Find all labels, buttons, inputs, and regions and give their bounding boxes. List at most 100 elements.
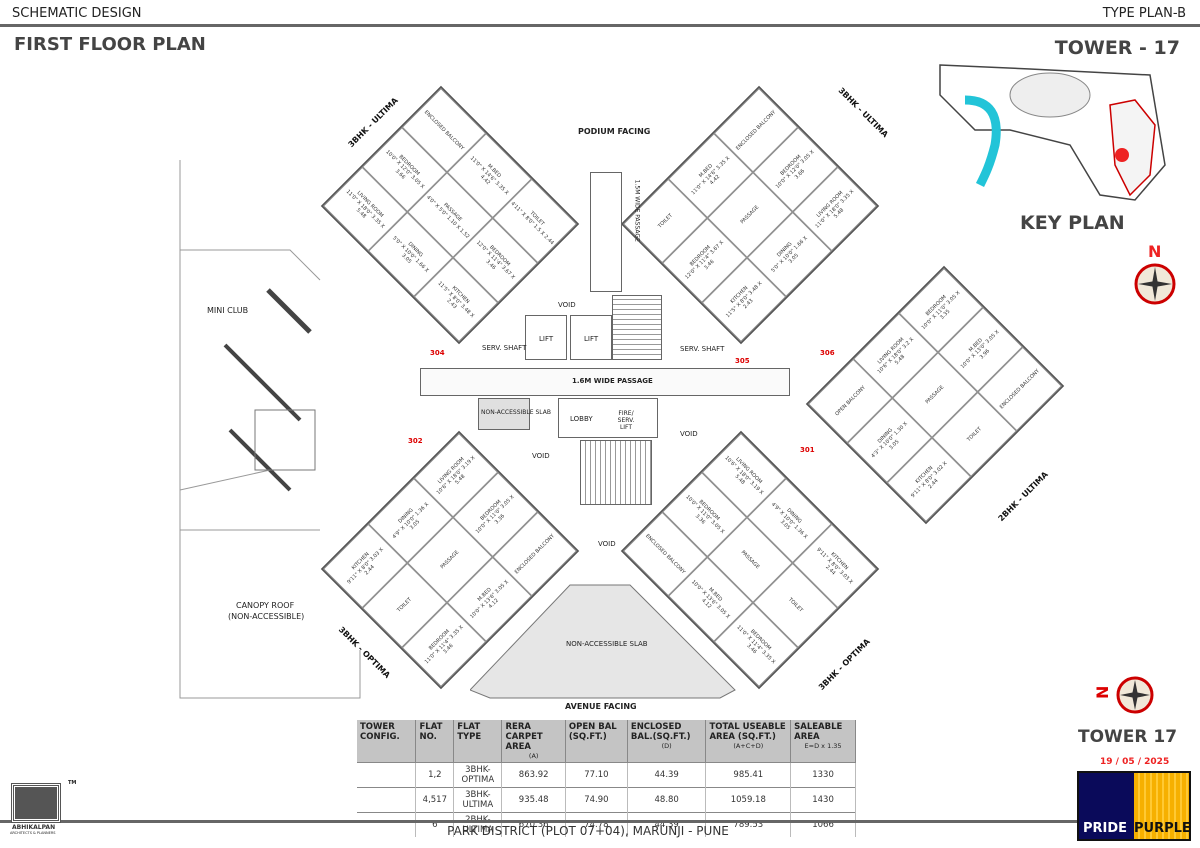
- lift-1: LIFT: [525, 315, 567, 360]
- passage-label: 1.6M WIDE PASSAGE: [572, 377, 653, 385]
- flat-number: 302: [408, 437, 423, 445]
- room-name: OPEN BALCONY: [834, 384, 867, 418]
- flat-number: 305: [735, 357, 750, 365]
- flat-number: 306: [820, 349, 835, 357]
- lift-label: LIFT: [539, 335, 554, 343]
- table-cell: 935.48: [501, 787, 566, 813]
- header-label: FLAT NO.: [419, 722, 443, 742]
- table-cell: 74.90: [565, 787, 628, 813]
- void-label-2: VOID: [532, 452, 550, 460]
- table-header: ENCLOSED BAL.(SQ.FT.)(D): [627, 720, 707, 763]
- header-label: TOWER CONFIG.: [360, 722, 400, 742]
- header-label: RERA CARPET AREA: [505, 722, 543, 752]
- room-dimensions: 11'5" X 8'0" 3.48 X 2.43: [436, 280, 476, 319]
- compass-icon: [1134, 263, 1176, 305]
- table-cell: 48.80: [627, 787, 707, 813]
- pride-purple-logo: PRIDE PURPLE: [1077, 771, 1191, 841]
- flat-type-tag: 2BHK - ULTIMA: [996, 469, 1050, 524]
- table-header: TOWER CONFIG.: [357, 720, 417, 763]
- logo-purple-text: PURPLE: [1134, 821, 1191, 836]
- tower-title: TOWER - 17: [1054, 37, 1180, 59]
- room-dimensions: 10'0" X 13'6" 3.05 X 4.12: [690, 578, 732, 620]
- flat-number: 301: [800, 446, 815, 454]
- lift-label: LIFT: [584, 335, 599, 343]
- table-header: TOTAL USEABLE AREA (SQ.FT.)(A+C+D): [705, 720, 792, 763]
- header-label: ENCLOSED BAL.(SQ.FT.): [630, 722, 691, 742]
- trademark: TM: [68, 780, 77, 786]
- table-cell: [357, 762, 417, 788]
- room-name: ENCLOSED BALCONY: [423, 109, 466, 152]
- room-name: ENCLOSED BALCONY: [513, 532, 556, 575]
- non-accessible-slab-core: [478, 398, 530, 430]
- vertical-passage-label: 1.5M WIDE PASSAGE: [633, 179, 641, 242]
- table-header: FLAT TYPE: [453, 720, 503, 763]
- room-name: ENCLOSED BALCONY: [734, 109, 777, 152]
- date-label: 19 / 05 / 2025: [1100, 757, 1170, 767]
- void-label: VOID: [558, 301, 576, 309]
- room-name: ENCLOSED BALCONY: [998, 367, 1041, 410]
- header-sub: (A): [528, 752, 539, 760]
- footer-divider: [0, 820, 1090, 823]
- table-cell: 863.92: [501, 762, 566, 788]
- project-name: PARK DISTRICT (PLOT 07+04), MARUNJI - PU…: [447, 824, 729, 838]
- room-name: PASSAGE: [924, 384, 946, 406]
- table-cell: 1066: [790, 812, 856, 837]
- fire-lift-label: FIRE/ SERV. LIFT: [617, 410, 635, 432]
- table-cell: 1059.18: [705, 787, 792, 813]
- logo-mark: [11, 783, 61, 823]
- header-label: OPEN BAL (SQ.FT.): [568, 722, 617, 742]
- room-name: ENCLOSED BALCONY: [644, 532, 687, 575]
- key-garden: [1009, 72, 1091, 118]
- lobby: [558, 398, 658, 438]
- type-plan-label: TYPE PLAN-B: [1102, 6, 1186, 21]
- room-name: PASSAGE: [739, 204, 761, 226]
- architect-name: ABHIKALPAN: [12, 824, 56, 831]
- table-cell: 3BHK-OPTIMA: [453, 762, 503, 788]
- table-cell: 74.78: [565, 812, 628, 837]
- lobby-label: LOBBY: [570, 415, 593, 423]
- mini-club-label: MINI CLUB: [207, 306, 249, 315]
- serv-shaft-label-2: SERV. SHAFT: [680, 345, 725, 353]
- svg-text:N: N: [1093, 686, 1112, 699]
- table-header: OPEN BAL (SQ.FT.): [565, 720, 628, 763]
- header-sub: (A+C+D): [733, 742, 764, 750]
- staircase-top: [612, 295, 662, 360]
- room-dimensions: 11'5" X 8'0" 3.48 X 2.43: [724, 280, 764, 319]
- header-label: TOTAL USEABLE AREA (SQ.FT.): [709, 722, 786, 742]
- avenue-facing-label: AVENUE FACING: [565, 702, 637, 711]
- staircase-bottom: [580, 440, 652, 505]
- wide-passage: [420, 368, 790, 396]
- void-label-4: VOID: [598, 540, 616, 548]
- table-cell: 4,517: [415, 787, 455, 813]
- non-accessible-slab-label: NON-ACCESSIBLE SLAB: [481, 409, 551, 416]
- logo-pride-text: PRIDE: [1083, 821, 1128, 836]
- canopy-roof-label: CANOPY ROOF: [236, 601, 295, 610]
- podium-facing-label: PODIUM FACING: [578, 127, 651, 136]
- room-dimensions: 10'0" X 13'6" 3.05 X 4.12: [468, 578, 510, 620]
- room-dimensions: 4'11" X 8'0" 1.5 X 2.44: [509, 200, 556, 246]
- site-boundary: [939, 64, 1166, 201]
- room-dimensions: 5'0" X 10'0" 1.66 X 3.05: [769, 234, 809, 274]
- table-cell: 3BHK-ULTIMA: [453, 787, 503, 813]
- flat-type-tag: 3BHK - ULTIMA: [836, 85, 890, 140]
- canopy-note-label: (NON-ACCESSIBLE): [228, 612, 305, 621]
- table-cell: 1430: [790, 787, 856, 813]
- slab-label-bottom: NON-ACCESSIBLE SLAB: [566, 640, 648, 648]
- key-road: [964, 95, 1001, 188]
- table-cell: 1330: [790, 762, 856, 788]
- table-cell: 77.10: [565, 762, 628, 788]
- header-label: FLAT TYPE: [457, 722, 482, 742]
- tower-17-marker: [1115, 148, 1129, 162]
- mini-club-area: [179, 160, 361, 699]
- key-towers: [1109, 99, 1156, 197]
- table-cell: 789.53: [705, 812, 792, 837]
- architect-sub: ARCHITECTS & PLANNERS: [10, 831, 56, 835]
- vertical-passage: [590, 172, 622, 292]
- void-label-3: VOID: [680, 430, 698, 438]
- table-cell: 44.39: [627, 762, 707, 788]
- room-name: TOILET: [965, 425, 983, 443]
- flat-number: 304: [430, 349, 445, 357]
